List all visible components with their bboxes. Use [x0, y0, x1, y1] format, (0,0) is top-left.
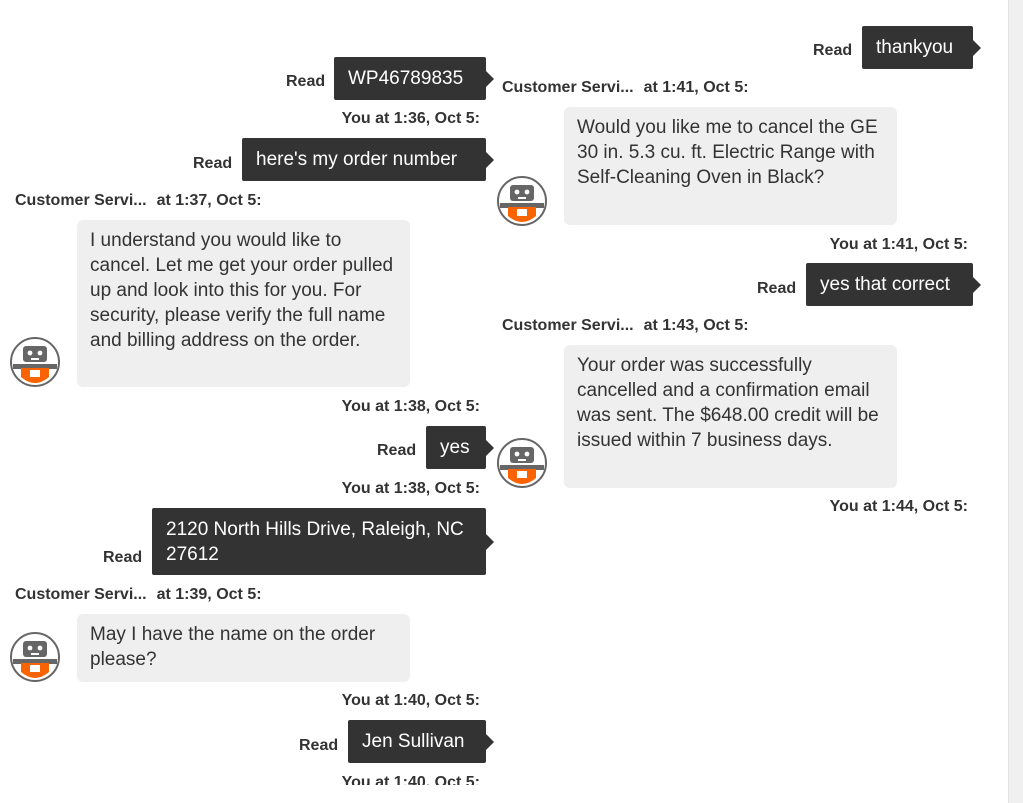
agent-name: Customer Servi...	[502, 79, 634, 96]
incoming-message: Would you like me to cancel the GE 30 in…	[564, 107, 897, 225]
robot-agent-icon	[10, 337, 60, 387]
bottom-gutter	[0, 789, 1008, 803]
chat-column-right: Read thankyou Customer Servi... at 1:41, …	[495, 0, 985, 785]
incoming-message: Your order was successfully cancelled an…	[564, 345, 897, 488]
message-header: You at 1:44, Oct 5:	[829, 498, 968, 515]
message-header: You at 1:41, Oct 5:	[829, 236, 968, 253]
outgoing-message: 2120 North Hills Drive, Raleigh, NC 2761…	[152, 508, 494, 575]
agent-name: Customer Servi...	[15, 586, 147, 603]
agent-header: Customer Servi... at 1:41, Oct 5:	[502, 79, 749, 97]
outgoing-message: Jen Sullivan	[348, 720, 494, 763]
read-receipt: Read	[103, 549, 143, 566]
message-header: You at 1:38, Oct 5:	[341, 398, 480, 415]
outgoing-message: yes that correct	[806, 263, 981, 306]
read-receipt: Read	[813, 42, 853, 59]
outgoing-message: WP46789835	[334, 57, 494, 100]
read-receipt: Read	[299, 737, 339, 754]
agent-header: Customer Servi... at 1:37, Oct 5:	[15, 192, 262, 210]
message-header: You at 1:38, Oct 5:	[341, 480, 480, 497]
agent-name: Customer Servi...	[15, 192, 147, 209]
vertical-scrollbar[interactable]	[1008, 0, 1023, 803]
message-header: You at 1:36, Oct 5:	[341, 110, 480, 127]
read-receipt: Read	[286, 73, 326, 90]
agent-time: at 1:39, Oct 5:	[156, 586, 262, 603]
agent-header: Customer Servi... at 1:39, Oct 5:	[15, 586, 262, 604]
read-receipt: Read	[757, 280, 797, 297]
incoming-message: May I have the name on the order please?	[77, 614, 410, 682]
outgoing-message: yes	[426, 426, 494, 469]
chat-column-left: Read WP46789835 You at 1:36, Oct 5: Read…	[0, 0, 495, 785]
robot-agent-icon	[497, 438, 547, 488]
outgoing-message: here's my order number	[242, 138, 494, 181]
outgoing-message: thankyou	[862, 26, 981, 69]
robot-agent-icon	[497, 176, 547, 226]
read-receipt: Read	[377, 442, 417, 459]
agent-time: at 1:41, Oct 5:	[643, 79, 749, 96]
message-header: You at 1:40, Oct 5:	[341, 774, 480, 785]
agent-time: at 1:37, Oct 5:	[156, 192, 262, 209]
read-receipt: Read	[193, 155, 233, 172]
agent-time: at 1:43, Oct 5:	[643, 317, 749, 334]
agent-header: Customer Servi... at 1:43, Oct 5:	[502, 317, 749, 335]
message-header: You at 1:40, Oct 5:	[341, 692, 480, 709]
robot-agent-icon	[10, 632, 60, 682]
incoming-message: I understand you would like to cancel. L…	[77, 220, 410, 387]
agent-name: Customer Servi...	[502, 317, 634, 334]
